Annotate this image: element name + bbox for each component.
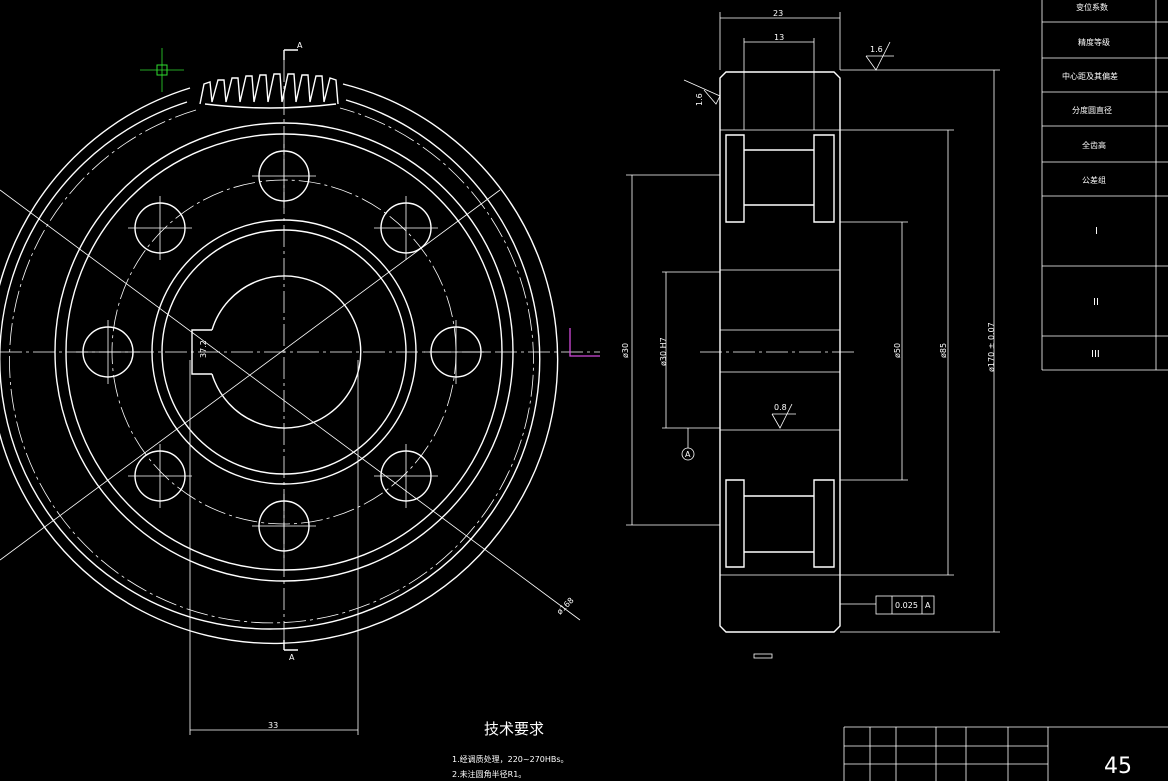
web-width: 13 [774,33,784,42]
bore-dia: ø30 [621,343,630,358]
rim-inner-dia: ø85 [939,343,948,358]
diag-line-2 [0,189,501,561]
roughness-top: 1.6 [870,45,883,54]
view-label-box [753,653,773,659]
roughness-left: 1.6 [695,93,704,106]
pitch-circle-dim: ø168 [555,596,576,617]
runout-datum: A [925,601,931,610]
table-row-5: 公差组 [1082,175,1106,185]
diag-line-1 [0,189,581,621]
runout-frame [875,595,935,615]
hub-dimline [662,271,720,429]
width-dimline [719,12,841,70]
tech-req-title: 技术要求 [484,720,544,738]
roughness-bore: 0.8 [774,403,787,412]
hole-circle-dia: ø50 [893,343,902,358]
crosshair-cursor-icon [140,48,184,92]
upper-hole [744,149,814,206]
table-row-6: I [1095,226,1098,237]
table-row-0: 变位系数 [1076,2,1108,12]
front-view: A A 37.2 33 ø168 [0,41,600,735]
bore [211,275,362,429]
table-row-4: 全齿高 [1082,140,1106,150]
title-block: 45 [843,726,1168,781]
gear-table: 变位系数 精度等级 中心距及其偏差 分度圆直径 全齿高 公差组 I II III [1041,0,1168,371]
section-marker-top: A [297,41,303,50]
datum-label: A [685,450,691,459]
pitch-circle [9,107,534,624]
tooth-root [204,103,337,109]
material: 45 [1104,754,1132,779]
outer-rim [0,83,559,645]
hub-dia-left: ø30 H7 [659,337,668,366]
section-arrow-top [283,49,298,60]
upper-hole-ends [725,134,835,223]
section-arrow-bottom [283,640,298,651]
side-outline [719,71,841,633]
hub-width-dimline [189,360,359,735]
keyway-dim: 37.2 [199,340,208,358]
roughness-symbol-bore [771,403,796,429]
table-row-1: 精度等级 [1078,37,1110,47]
tip-dimline [840,69,1000,633]
table-row-8: III [1091,349,1100,360]
tech-req-item-1: 1.经调质处理，220~270HBs。 [452,754,569,764]
rim-dimline [840,129,954,576]
section-marker-bottom: A [289,653,295,662]
overall-width: 23 [773,9,783,18]
table-row-7: II [1093,297,1099,308]
ucs-axis-icon [569,328,600,357]
hole-circle-dimline [840,221,908,481]
table-row-3: 分度圆直径 [1072,105,1112,115]
hub-width-dim: 33 [268,721,278,730]
table-row-2: 中心距及其偏差 [1062,71,1118,81]
lower-hole-ends [725,479,835,568]
roughness-symbol-left [683,79,721,105]
side-view: 23 13 1.6 1.6 0.8 ø30 ø30 H7 A ø50 ø85 ø… [621,9,1000,659]
web-dimline [743,38,815,130]
side-hlines [720,129,840,576]
tech-req-item-2: 2.未注圆角半径R1。 [452,769,526,779]
runout-frame-dividers [891,596,923,614]
outer-rim-2 [0,99,541,630]
lower-hole [744,495,814,553]
bore-dimline [626,174,720,526]
tooth-detail [199,73,339,105]
runout-tol: 0.025 [895,601,918,610]
datum-circle [681,447,695,461]
tech-requirements: 技术要求 1.经调质处理，220~270HBs。 2.未注圆角半径R1。 [452,720,569,779]
tip-dia: ø170 ± 0.07 [987,322,996,372]
